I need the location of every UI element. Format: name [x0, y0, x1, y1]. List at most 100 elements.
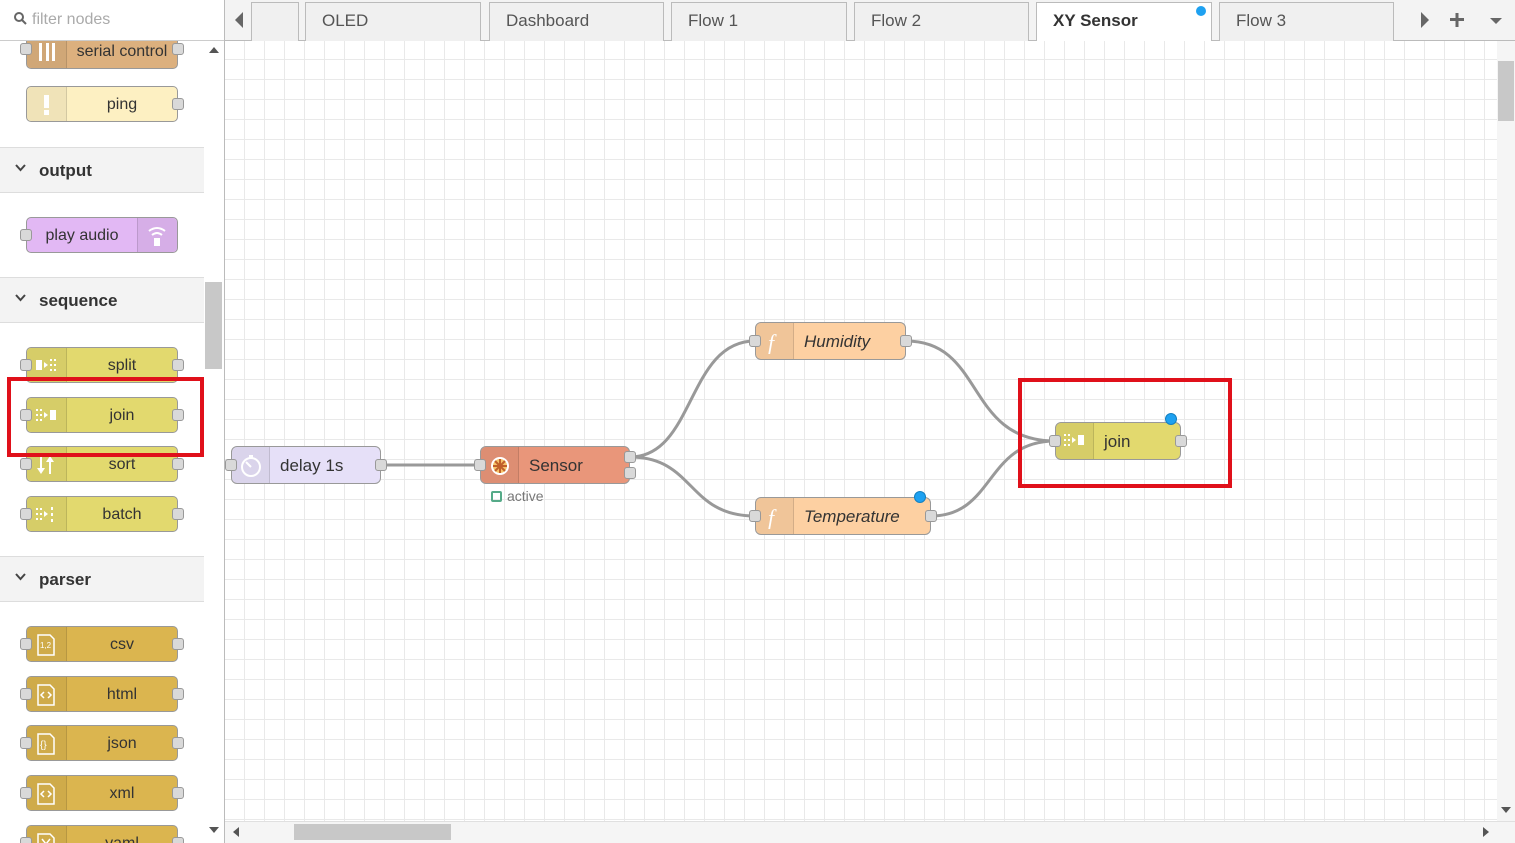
output-port[interactable] — [172, 837, 184, 843]
scroll-down-icon[interactable] — [1501, 807, 1511, 813]
tab-flow-3[interactable]: Flow 3 — [1219, 2, 1394, 41]
output-port[interactable] — [925, 510, 937, 522]
output-port[interactable] — [172, 787, 184, 799]
node-label: Humidity — [804, 332, 871, 351]
output-port[interactable] — [172, 409, 184, 421]
palette-node-label: json — [107, 735, 137, 752]
output-port[interactable] — [172, 688, 184, 700]
palette-node-xml[interactable]: xml — [26, 775, 178, 811]
palette-node-batch[interactable]: batch — [26, 496, 178, 532]
wire[interactable] — [905, 339, 1056, 443]
alert-icon — [27, 87, 67, 121]
palette-node-label: yaml — [67, 835, 177, 843]
input-port[interactable] — [20, 638, 32, 650]
split-icon — [27, 348, 67, 382]
palette-node-ping[interactable]: ping — [26, 86, 178, 122]
workspace-horizontal-scrollbar[interactable] — [225, 821, 1515, 843]
input-port[interactable] — [1049, 435, 1061, 447]
category-label: parser — [39, 570, 91, 589]
filter-nodes-input[interactable] — [32, 8, 212, 32]
tab-blank[interactable] — [251, 2, 299, 41]
palette-node-serial-control[interactable]: serial control — [26, 41, 178, 69]
category-parser-header[interactable]: parser — [0, 556, 204, 602]
sort-icon — [27, 447, 67, 481]
add-flow-icon[interactable] — [1444, 6, 1470, 34]
chevron-down-icon — [15, 164, 26, 172]
flow-node-sensor[interactable]: Sensor — [480, 446, 630, 484]
output-port[interactable] — [1175, 435, 1187, 447]
palette-node-yaml[interactable]: yaml — [26, 825, 178, 843]
flow-workspace[interactable]: delay 1s Sensor active f Humidity f Temp… — [225, 41, 1497, 821]
palette-node-csv[interactable]: 1,2 csv — [26, 626, 178, 662]
scroll-right-icon[interactable] — [1483, 827, 1489, 837]
palette-node-label: play audio — [45, 227, 119, 244]
output-port[interactable] — [172, 98, 184, 110]
audio-icon — [137, 218, 177, 252]
svg-text:f: f — [768, 330, 777, 354]
palette-scrollbar[interactable] — [204, 41, 224, 843]
output-port[interactable] — [375, 459, 387, 471]
wire[interactable] — [629, 455, 756, 518]
palette-node-join[interactable]: join — [26, 397, 178, 433]
join-icon — [27, 398, 67, 432]
scrollbar-thumb[interactable] — [205, 282, 222, 369]
flow-node-humidity[interactable]: f Humidity — [755, 322, 906, 360]
palette-node-html[interactable]: html — [26, 676, 178, 712]
scroll-up-icon[interactable] — [209, 47, 219, 53]
palette-node-label: csv — [110, 636, 134, 653]
palette-node-json[interactable]: {} json — [26, 725, 178, 761]
node-label: delay 1s — [280, 456, 344, 475]
scroll-tabs-left-icon[interactable] — [227, 6, 253, 34]
palette-node-play-audio[interactable]: play audio — [26, 217, 178, 253]
tab-xy-sensor[interactable]: XY Sensor — [1036, 2, 1212, 42]
input-port[interactable] — [749, 335, 761, 347]
scrollbar-thumb[interactable] — [294, 824, 451, 840]
timer-icon — [232, 447, 270, 483]
tab-flow-1[interactable]: Flow 1 — [671, 2, 847, 41]
flow-node-delay[interactable]: delay 1s — [231, 446, 381, 484]
flow-node-temperature[interactable]: f Temperature — [755, 491, 931, 535]
svg-text:1,2: 1,2 — [40, 641, 52, 650]
tab-dashboard[interactable]: Dashboard — [489, 2, 664, 41]
output-port[interactable] — [172, 638, 184, 650]
scrollbar-thumb[interactable] — [1498, 61, 1514, 121]
output-port[interactable] — [172, 737, 184, 749]
wire[interactable] — [930, 439, 1056, 518]
category-output-header[interactable]: output — [0, 147, 204, 193]
tab-menu-chevron-down-icon[interactable] — [1483, 6, 1509, 34]
flow-wires — [381, 339, 1056, 518]
output-port-1[interactable] — [624, 451, 636, 463]
input-port[interactable] — [20, 409, 32, 421]
output-port[interactable] — [172, 43, 184, 55]
input-port[interactable] — [20, 359, 32, 371]
input-port[interactable] — [225, 459, 237, 471]
palette-node-sort[interactable]: sort — [26, 446, 178, 482]
output-port-2[interactable] — [624, 467, 636, 479]
input-port[interactable] — [20, 837, 32, 843]
input-port[interactable] — [20, 458, 32, 470]
input-port[interactable] — [20, 737, 32, 749]
workspace-vertical-scrollbar[interactable] — [1497, 41, 1515, 821]
category-label: output — [39, 161, 92, 180]
tab-oled[interactable]: OLED — [305, 2, 481, 41]
output-port[interactable] — [172, 458, 184, 470]
output-port[interactable] — [900, 335, 912, 347]
flow-node-join[interactable]: join — [1055, 413, 1181, 460]
wire[interactable] — [629, 339, 756, 459]
input-port[interactable] — [20, 787, 32, 799]
workspace-tab-bar: OLED Dashboard Flow 1 Flow 2 XY Sensor F… — [225, 0, 1515, 42]
input-port[interactable] — [749, 510, 761, 522]
output-port[interactable] — [172, 359, 184, 371]
input-port[interactable] — [474, 459, 486, 471]
scroll-down-icon[interactable] — [209, 827, 219, 833]
input-port[interactable] — [20, 688, 32, 700]
output-port[interactable] — [172, 508, 184, 520]
input-port[interactable] — [20, 229, 32, 241]
input-port[interactable] — [20, 43, 32, 55]
tab-flow-2[interactable]: Flow 2 — [854, 2, 1029, 41]
scroll-left-icon[interactable] — [233, 827, 239, 837]
scroll-tabs-right-icon[interactable] — [1411, 6, 1437, 34]
svg-text:f: f — [768, 505, 777, 529]
input-port[interactable] — [20, 508, 32, 520]
category-sequence-header[interactable]: sequence — [0, 277, 204, 323]
